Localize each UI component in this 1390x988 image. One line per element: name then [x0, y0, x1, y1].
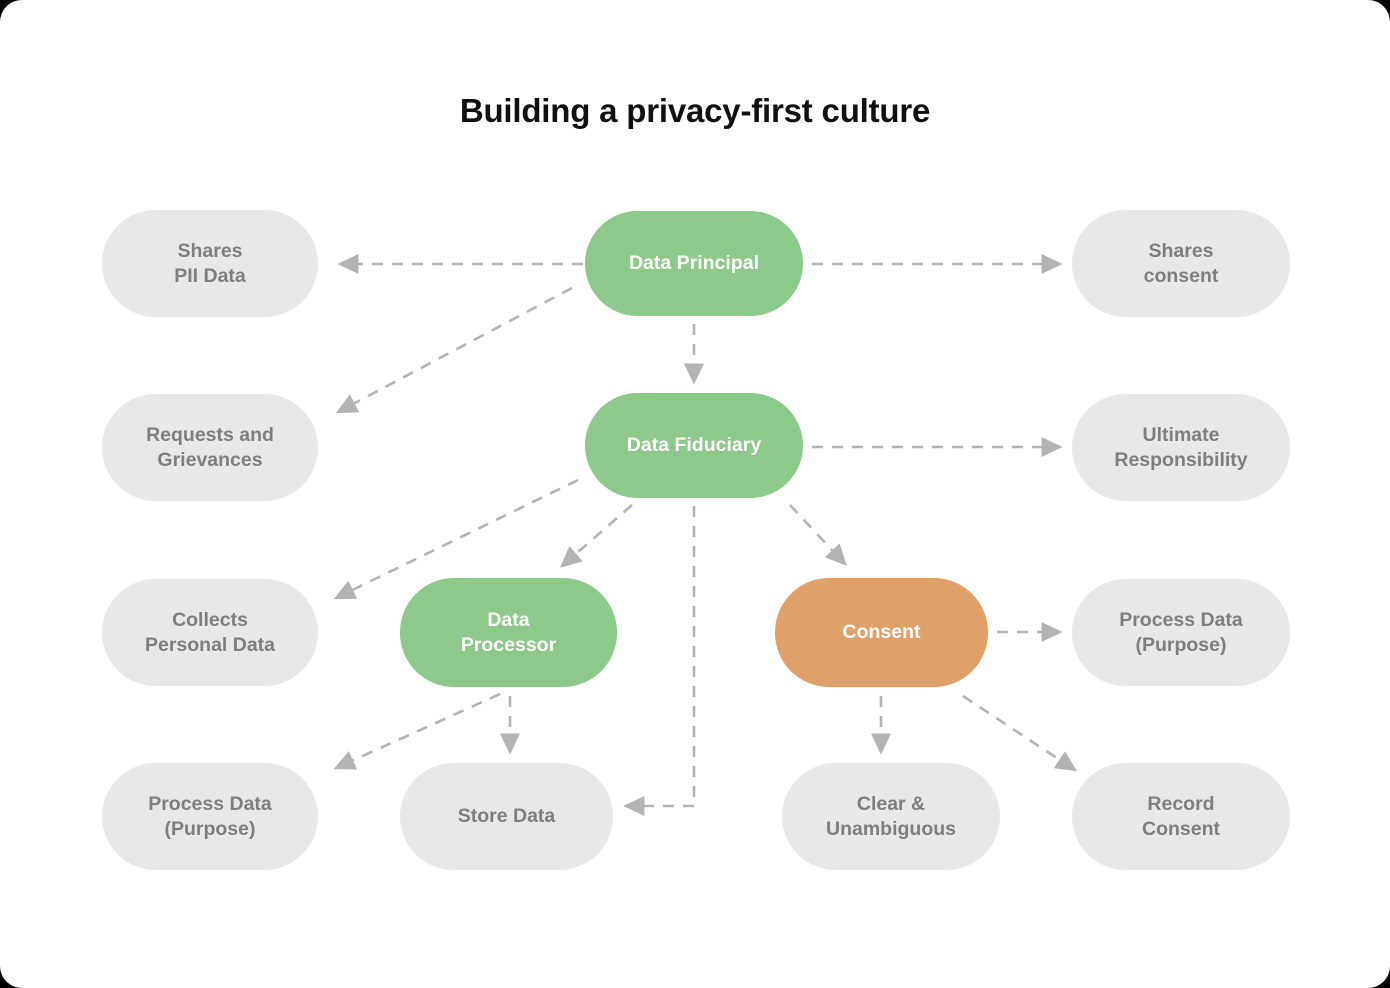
node-collects-personal-data[interactable]: Collects Personal Data — [102, 579, 318, 686]
node-label: Collects Personal Data — [144, 608, 276, 656]
node-clear-unambiguous[interactable]: Clear & Unambiguous — [782, 763, 1000, 870]
node-shares-consent[interactable]: Shares consent — [1072, 210, 1290, 317]
node-label: Shares consent — [1143, 239, 1219, 287]
node-label: Data Fiduciary — [626, 434, 762, 457]
node-label: Data Processor — [460, 608, 557, 656]
node-consent[interactable]: Consent — [775, 578, 988, 687]
edge-principal-to-requests — [335, 286, 573, 414]
edge-fiduciary-to-processor — [560, 504, 633, 568]
node-data-processor[interactable]: Data Processor — [400, 578, 617, 687]
node-ultimate-responsibility[interactable]: Ultimate Responsibility — [1072, 394, 1290, 501]
node-label: Requests and Grievances — [146, 423, 274, 471]
node-record-consent[interactable]: Record Consent — [1072, 763, 1290, 870]
node-requests-and-grievances[interactable]: Requests and Grievances — [102, 394, 318, 501]
node-label: Record Consent — [1142, 792, 1220, 840]
node-label: Ultimate Responsibility — [1114, 423, 1248, 471]
node-data-principal[interactable]: Data Principal — [585, 211, 803, 316]
page-title: Building a privacy-first culture — [459, 92, 931, 129]
edge-consent-to-record-consent — [962, 694, 1078, 772]
node-label: Store Data — [457, 805, 556, 828]
node-process-data-purpose-left[interactable]: Process Data (Purpose) — [102, 763, 318, 870]
edge-processor-to-process-data — [333, 692, 501, 770]
edge-fiduciary-to-store-data — [623, 506, 696, 817]
node-store-data[interactable]: Store Data — [400, 763, 613, 870]
node-process-data-purpose-right[interactable]: Process Data (Purpose) — [1072, 579, 1290, 686]
node-label: Shares PII Data — [174, 239, 246, 287]
node-data-fiduciary[interactable]: Data Fiduciary — [585, 393, 803, 498]
node-label: Clear & Unambiguous — [826, 792, 956, 840]
node-label: Consent — [842, 621, 921, 644]
node-label: Process Data (Purpose) — [148, 792, 272, 840]
node-shares-pii-data[interactable]: Shares PII Data — [102, 210, 318, 317]
node-label: Process Data (Purpose) — [1119, 608, 1243, 656]
edge-fiduciary-to-consent — [789, 504, 847, 566]
node-label: Data Principal — [628, 252, 760, 275]
